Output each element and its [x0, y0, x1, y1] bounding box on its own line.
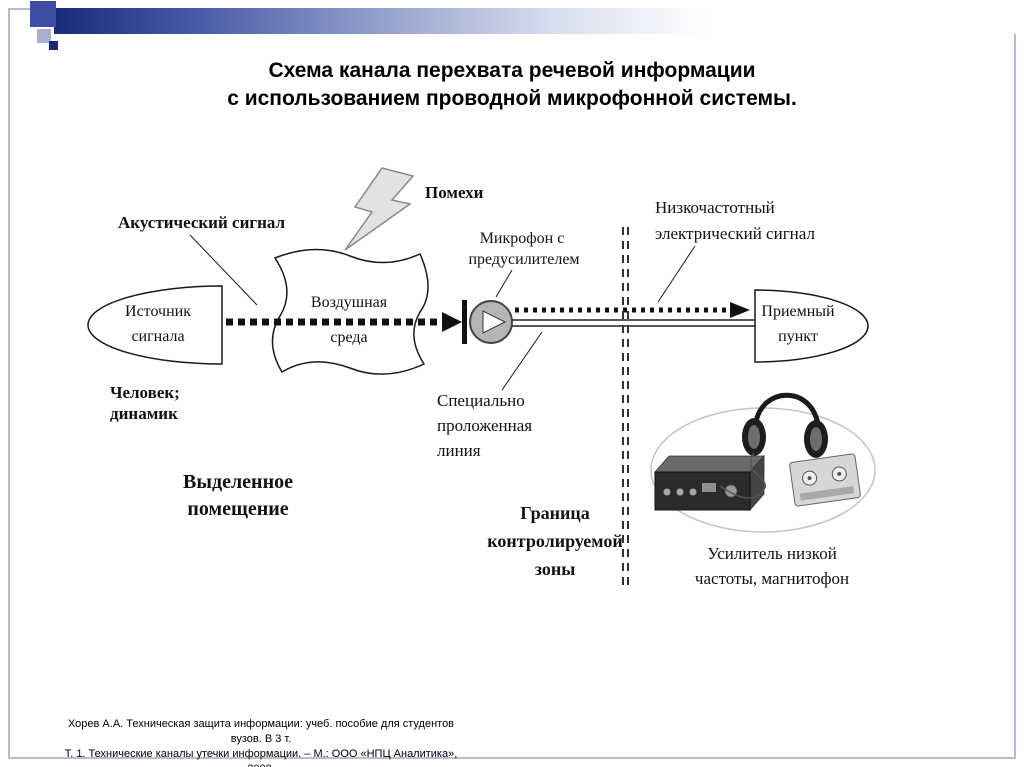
interception-diagram: Воздушная среда Источник сигнала Помехи … — [87, 167, 876, 588]
lf-pointer-line — [657, 245, 696, 303]
signal-source-shape — [87, 285, 223, 365]
laid-line-label-1: Специально — [437, 391, 525, 410]
human-label-1: Человек; — [110, 383, 180, 402]
zone-border-label-3: зоны — [535, 559, 576, 579]
mic-play-triangle — [482, 310, 507, 334]
microphone-bar — [462, 300, 467, 344]
acoustic-pointer-line — [189, 234, 258, 306]
title-line-1: Схема канала перехвата речевой информаци… — [268, 59, 756, 82]
laid-line-label-3: линия — [437, 441, 481, 460]
decor-square-blue — [30, 1, 56, 27]
room-label-2: помещение — [187, 498, 288, 520]
top-gradient-bar — [54, 8, 1016, 34]
receiver-shape — [754, 289, 869, 363]
title-line-2: с использованием проводной микрофонной с… — [227, 87, 797, 110]
source-label-2: сигнала — [131, 328, 184, 345]
acoustic-signal-label: Акустический сигнал — [118, 213, 286, 232]
laid-line-label-2: проложенная — [437, 416, 532, 435]
amplifier-label-2: частоты, магнитофон — [695, 569, 849, 588]
air-medium-cloud — [271, 248, 429, 375]
decor-square-dark — [49, 41, 58, 50]
air-medium-label-2: среда — [330, 329, 367, 346]
air-medium-label-1: Воздушная — [311, 294, 388, 311]
headphone-wire — [719, 452, 766, 499]
lf-signal-label-2: электрический сигнал — [655, 224, 815, 243]
zone-border-label-1: Граница — [520, 503, 589, 523]
interference-label: Помехи — [425, 183, 484, 202]
human-label-2: динамик — [110, 404, 178, 423]
citation-line-2: Т. 1. Технические каналы утечки информац… — [64, 748, 458, 767]
amplifier-icon — [654, 454, 765, 512]
source-label-1: Источник — [125, 303, 191, 320]
receiver-label-2: пункт — [778, 328, 818, 345]
receiver-label-1: Приемный — [761, 303, 835, 320]
lightning-icon — [344, 167, 415, 251]
acoustic-arrowhead — [442, 312, 462, 332]
laid-line-pointer — [501, 331, 543, 391]
microphone-label-2: предусилителем — [468, 251, 579, 268]
citation-line-1: Хорев А.А. Техническая защита информации… — [67, 718, 455, 745]
lf-signal-label-1: Низкочастотный — [655, 198, 775, 217]
headphones-icon — [742, 392, 828, 458]
slide-title: Схема канала перехвата речевой информаци… — [0, 57, 1024, 113]
lf-arrowhead — [730, 302, 750, 318]
zone-border-label-2: контролируемой — [487, 531, 622, 551]
microphone-label-1: Микрофон с — [480, 230, 565, 247]
amplifier-label-1: Усилитель низкой — [707, 544, 837, 563]
decor-square-light — [37, 29, 51, 43]
tape-recorder-icon — [789, 453, 861, 507]
microphone-pointer-line — [495, 269, 513, 298]
room-label-1: Выделенное — [183, 471, 293, 493]
citation: Хорев А.А. Техническая защита информации… — [55, 717, 467, 767]
